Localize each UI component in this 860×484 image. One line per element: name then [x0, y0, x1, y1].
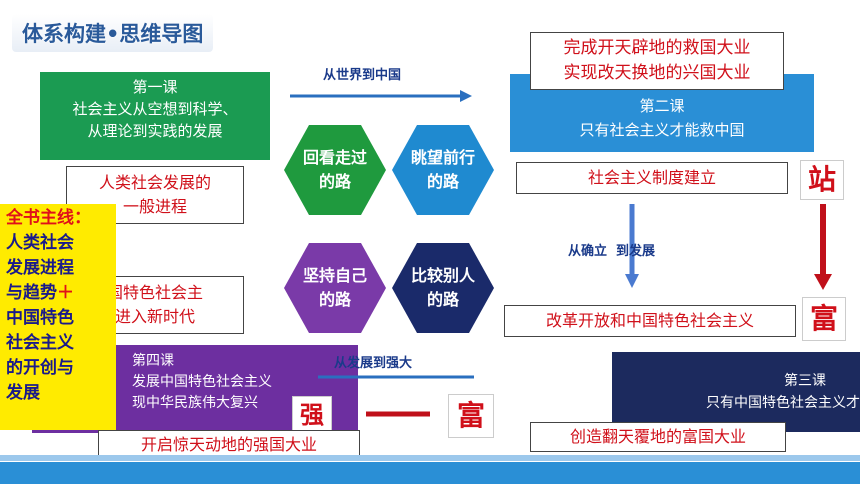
lesson4-title-line1: 发展中国特色社会主义	[132, 374, 272, 390]
stage-stand: 站	[800, 160, 844, 200]
lesson1-title-line1: 社会主义从空想到科学、	[72, 100, 238, 118]
main-thread-box: 全书主线： 人类社会 发展进程 与趋势＋ 中国特色 社会主义 的开创与 发展	[0, 204, 116, 430]
main-thread-line7: 发展	[6, 383, 40, 403]
hex-persist[interactable]: 坚持自己的路	[284, 243, 386, 333]
main-thread-line2: 发展进程	[6, 258, 74, 278]
hex-look-forward[interactable]: 眺望前行的路	[392, 125, 494, 215]
arrow-down-icon	[625, 204, 639, 288]
main-thread-line4: 中国特色	[6, 308, 74, 328]
arrow-right-icon	[290, 90, 472, 102]
footer-accent	[0, 455, 860, 461]
page-title: 体系构建•思维导图	[12, 14, 214, 52]
hex-look-back[interactable]: 回看走过的路	[284, 125, 386, 215]
stage-strong: 强	[292, 396, 332, 434]
main-thread-line6: 的开创与	[6, 358, 74, 378]
main-thread-title: 全书主线	[6, 208, 74, 228]
lesson4-title-line2: 现中华民族伟大复兴	[132, 395, 258, 411]
lesson2-note-line2: 实现改天换地的兴国大业	[563, 63, 751, 83]
main-thread-colon: ：	[74, 208, 91, 228]
main-thread-label: 全书主线：	[6, 206, 116, 231]
main-thread-line1: 人类社会	[6, 233, 74, 253]
hex-compare-label: 比较别人的路	[410, 266, 475, 309]
lesson1-note-line2: 一般进程	[122, 197, 187, 216]
lesson4-number: 第四课	[132, 353, 174, 369]
main-thread-line5: 社会主义	[6, 333, 74, 353]
lesson1-title-line2: 从理论到实践的发展	[87, 122, 223, 140]
lesson1-note-line1: 人类社会发展的	[98, 173, 211, 192]
lesson1-number: 第一课	[132, 78, 178, 96]
stage-rich-right: 富	[802, 297, 846, 341]
lesson3-box[interactable]: 第三课 只有中国特色社会主义才	[612, 352, 860, 432]
arrow-develop-to-strong-label: 从发展到强大	[334, 356, 413, 371]
arrow-establish-to-develop-label: 从确立 到发展	[568, 244, 656, 259]
hex-look-forward-label: 眺望前行的路	[410, 148, 475, 191]
main-thread-line3-wrap: 与趋势＋	[6, 281, 116, 306]
system-established-note: 社会主义制度建立	[516, 162, 788, 194]
reform-note: 改革开放和中国特色社会主义	[504, 305, 796, 337]
lesson3-note: 创造翻天覆地的富国大业	[530, 422, 786, 452]
plus-icon: ＋	[57, 283, 74, 303]
arrow-world-to-china-label: 从世界到中国	[323, 68, 402, 83]
hex-look-back-label: 回看走过的路	[302, 148, 367, 191]
lesson3-title: 只有中国特色社会主义才	[706, 395, 860, 411]
arrow-left-bar-icon	[318, 375, 474, 379]
stage-rich-left: 富	[448, 394, 494, 438]
hex-compare[interactable]: 比较别人的路	[392, 243, 494, 333]
lesson3-number: 第三课	[784, 373, 826, 389]
lesson1-box[interactable]: 第一课 社会主义从空想到科学、 从理论到实践的发展	[40, 72, 270, 160]
hex-persist-label: 坚持自己的路	[302, 266, 367, 309]
lesson2-note-line1: 完成开天辟地的救国大业	[563, 38, 751, 58]
lesson2-title: 只有社会主义才能救中国	[579, 121, 745, 139]
main-thread-line3: 与趋势	[6, 283, 57, 303]
era-note-line1: 国特色社会主	[106, 283, 203, 302]
red-arrow-left-icon	[366, 411, 430, 417]
lesson2-number: 第二课	[639, 97, 685, 115]
red-arrow-down-icon	[814, 204, 832, 290]
lesson2-note: 完成开天辟地的救国大业 实现改天换地的兴国大业	[530, 32, 784, 90]
era-note-line2: 进入新时代	[114, 307, 195, 326]
footer-bar	[0, 462, 860, 484]
